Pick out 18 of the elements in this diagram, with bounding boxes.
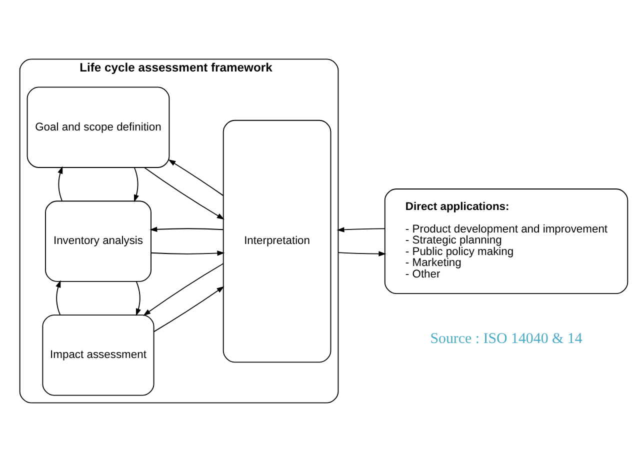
arrow (338, 251, 386, 256)
node-box: Interpretation (222, 120, 332, 363)
arrow (144, 167, 224, 220)
node-box: Goal and scope definition (26, 86, 170, 168)
arrow (134, 167, 139, 202)
arrow (143, 263, 224, 316)
arrow (168, 159, 224, 196)
arrow (58, 166, 63, 202)
arrow (136, 280, 141, 316)
arrow (336, 227, 386, 232)
node-box: Impact assessment (42, 314, 154, 396)
label: Source : ISO 14040 & 14 (430, 330, 582, 347)
arrow (153, 286, 224, 332)
arrow (150, 250, 225, 256)
node-box: Direct applications: - Product development and improvement - Strategic planning - Public policy making - Marketing - Other (384, 188, 628, 294)
node-box: Inventory analysis (45, 200, 152, 282)
arrow (150, 226, 224, 232)
arrow (56, 280, 61, 316)
